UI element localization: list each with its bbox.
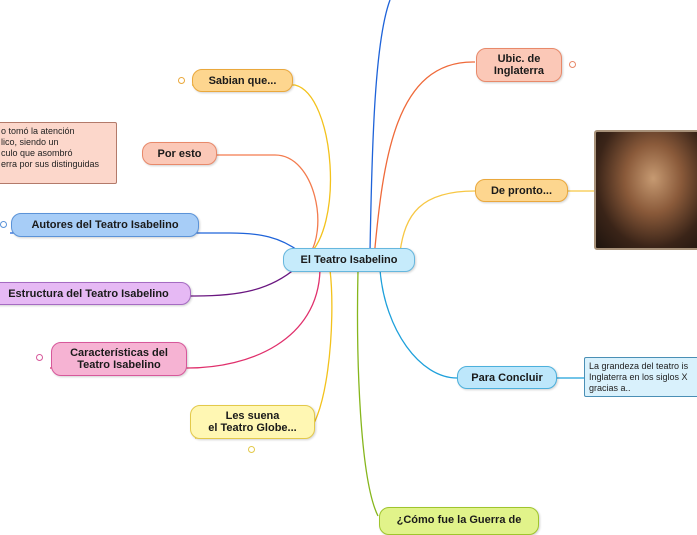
edge-autores xyxy=(10,232,301,253)
edge-caracteristicas xyxy=(50,269,321,369)
node-autores[interactable]: Autores del Teatro Isabelino xyxy=(11,213,199,237)
collapse-caracteristicas-icon[interactable] xyxy=(36,354,43,361)
edge-estructura xyxy=(0,267,297,297)
edge-por-esto xyxy=(142,154,319,259)
node-sabian-que[interactable]: Sabian que... xyxy=(192,69,293,92)
edge-para-concluir xyxy=(379,269,584,379)
connector-lines xyxy=(0,0,594,517)
edge-como-fue xyxy=(356,269,379,517)
central-node[interactable]: El Teatro Isabelino xyxy=(283,248,415,272)
note-por-esto: o tomó la atención lico, siendo un culo … xyxy=(0,122,117,184)
node-caracteristicas[interactable]: Características del Teatro Isabelino xyxy=(51,342,187,376)
node-estructura[interactable]: Estructura del Teatro Isabelino xyxy=(0,282,191,305)
edge-top xyxy=(369,0,391,253)
couple-photo xyxy=(594,130,697,250)
edge-ubic xyxy=(373,61,476,259)
node-ubic-inglaterra[interactable]: Ubic. de Inglaterra xyxy=(476,48,562,82)
collapse-sabian-icon[interactable] xyxy=(178,77,185,84)
node-para-concluir[interactable]: Para Concluir xyxy=(457,366,557,389)
node-de-pronto[interactable]: De pronto... xyxy=(475,179,568,202)
node-les-suena[interactable]: Les suena el Teatro Globe... xyxy=(190,405,315,439)
collapse-autores-icon[interactable] xyxy=(0,221,7,228)
node-por-esto[interactable]: Por esto xyxy=(142,142,217,165)
collapse-les-suena-icon[interactable] xyxy=(248,446,255,453)
edge-de-pronto xyxy=(399,190,594,253)
collapse-ubic-icon[interactable] xyxy=(569,61,576,68)
node-como-fue[interactable]: ¿Cómo fue la Guerra de xyxy=(379,507,539,535)
edge-sabian xyxy=(192,84,332,259)
note-para-concluir: La grandeza del teatro is Inglaterra en … xyxy=(584,357,697,397)
